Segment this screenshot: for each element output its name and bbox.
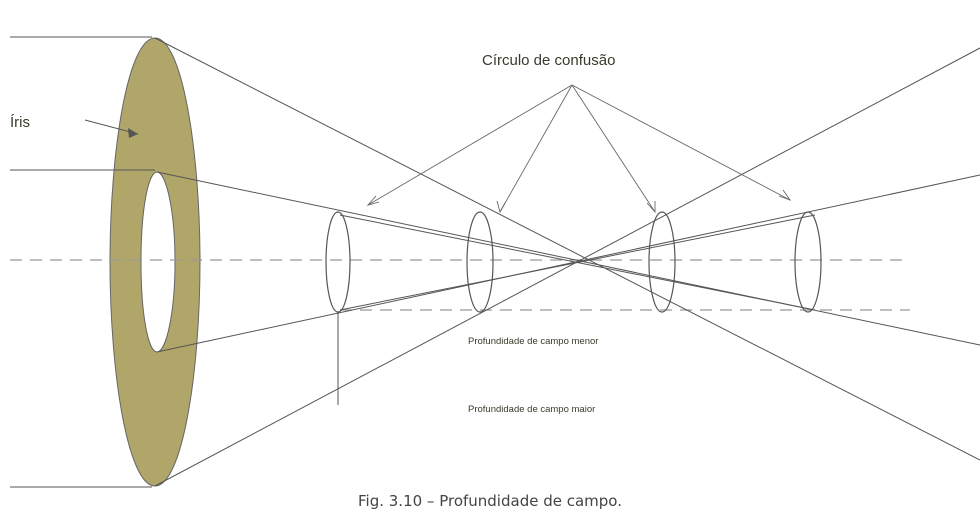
- ray-2: [154, 47, 980, 487]
- arrowhead-1: [366, 195, 380, 206]
- ray-1: [154, 37, 980, 461]
- arrowhead-3: [646, 201, 656, 214]
- arrow-to-circle-3: [571, 84, 656, 213]
- pointer-arrows: [366, 84, 792, 214]
- confusion-circle-2: [466, 211, 494, 313]
- smaller-depth-label: Profundidade de campo menor: [468, 336, 598, 347]
- ray-4: [156, 174, 980, 353]
- arrow-to-circle-2: [499, 84, 573, 213]
- ray-6: [339, 214, 816, 311]
- arrow-to-circle-1: [367, 84, 573, 206]
- confusion-circle-4: [794, 211, 822, 313]
- confusion-circle-3: [648, 211, 676, 313]
- arrow-to-circle-4: [571, 84, 791, 201]
- figure-caption: Fig. 3.10 – Profundidade de campo.: [358, 492, 622, 510]
- iris-pointer-head: [128, 128, 138, 138]
- ray-3: [156, 171, 980, 346]
- rays: [154, 37, 980, 487]
- arrowhead-4: [778, 189, 792, 201]
- confusion-circle-1: [325, 211, 351, 313]
- larger-depth-label: Profundidade de campo maior: [468, 404, 595, 415]
- iris-ring: [109, 37, 201, 487]
- arrowhead-2: [496, 200, 506, 214]
- iris-label: Íris: [10, 114, 30, 131]
- confusion-circles: [325, 211, 822, 313]
- circle-of-confusion-label: Círculo de confusão: [482, 52, 615, 69]
